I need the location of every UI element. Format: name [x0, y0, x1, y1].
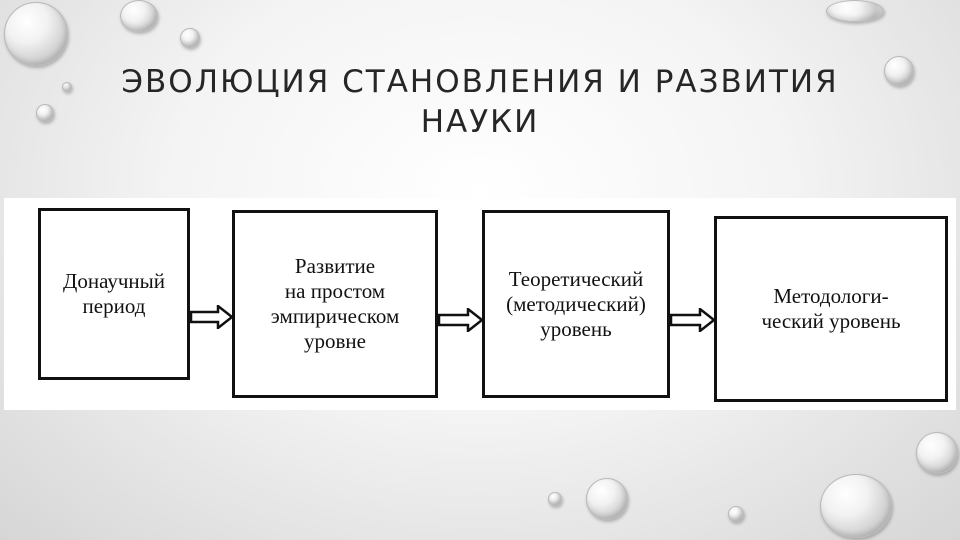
water-drop-icon [586, 478, 628, 520]
stage-box-methodological: Методологи- ческий уровень [714, 216, 948, 402]
stage-label: Развитие на простом эмпирическом уровне [270, 254, 400, 353]
slide-title-line-2: НАУКИ [420, 104, 540, 140]
stage-box-theoretical: Теоретический (методический) уровень [482, 210, 670, 398]
water-drop-icon [826, 0, 884, 22]
water-drop-icon [62, 82, 72, 92]
stage-box-prescientific: Донаучный период [38, 208, 190, 380]
water-drop-icon [120, 0, 158, 32]
slide-title: ЭВОЛЮЦИЯ СТАНОВЛЕНИЯ И РАЗВИТИЯ НАУКИ [60, 62, 900, 142]
stage-box-empirical: Развитие на простом эмпирическом уровне [232, 210, 438, 398]
water-drop-icon [820, 474, 892, 538]
double-arrow-right-icon [438, 308, 484, 332]
water-drop-icon [884, 56, 914, 86]
water-drop-icon [916, 432, 958, 474]
water-drop-icon [180, 28, 200, 48]
water-drop-icon [548, 492, 562, 506]
water-drop-icon [728, 506, 744, 522]
double-arrow-right-icon [670, 308, 716, 332]
stage-label: Донаучный период [63, 269, 165, 318]
stage-label: Методологи- ческий уровень [761, 284, 901, 333]
double-arrow-right-icon [190, 305, 234, 329]
water-drop-icon [36, 104, 54, 122]
stage-label: Теоретический (методический) уровень [506, 266, 646, 341]
slide-title-line-1: ЭВОЛЮЦИЯ СТАНОВЛЕНИЯ И РАЗВИТИЯ [121, 64, 839, 100]
water-drop-icon [4, 2, 68, 66]
